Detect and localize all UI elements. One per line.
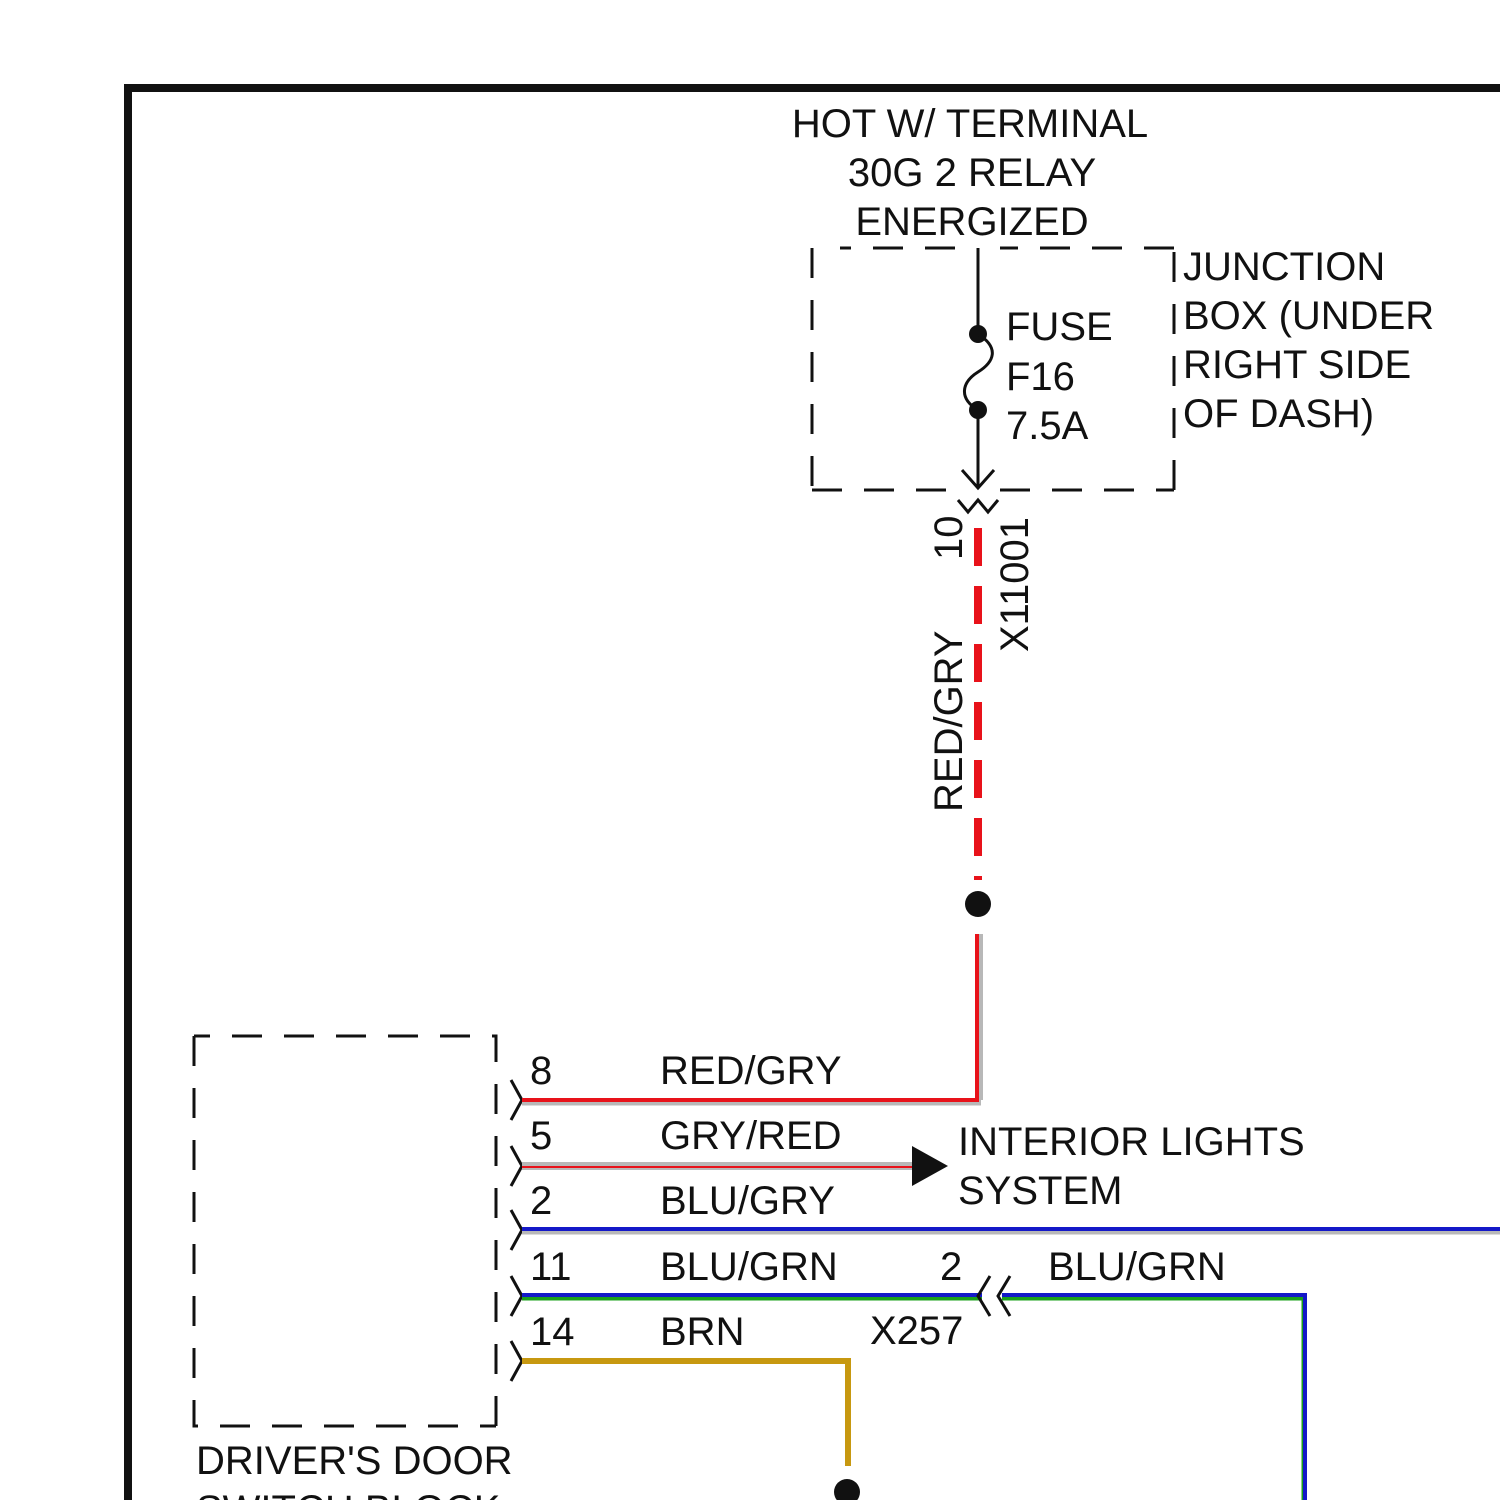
wire-11-color-label: BLU/GRN [660, 1245, 838, 1289]
wire-14-pin-number: 14 [530, 1310, 575, 1354]
junction-box-label-line3: RIGHT SIDE [1183, 343, 1411, 387]
power-source-line2: 30G 2 RELAY [848, 151, 1096, 195]
wire-11: 11 BLU/GRN 2 BLU/GRN X257 [522, 1245, 1305, 1500]
fuse-label-line3: 7.5A [1006, 404, 1089, 448]
switch-block-connectors [511, 1080, 522, 1381]
wire-14-color-label: BRN [660, 1310, 744, 1354]
switch-block-outline [194, 1036, 496, 1426]
interior-lights-arrow [912, 1146, 948, 1186]
connector-x257-pin: 2 [940, 1245, 962, 1289]
wire-5-pin-number: 5 [530, 1114, 552, 1158]
interior-lights-label-line2: SYSTEM [958, 1169, 1122, 1213]
wire-11-pin-number: 11 [530, 1245, 572, 1289]
riser-wire-color-label: RED/GRY [927, 630, 971, 812]
wire-2-color-label: BLU/GRY [660, 1179, 835, 1223]
power-source-label: HOT W/ TERMINAL 30G 2 RELAY ENERGIZED [792, 102, 1148, 244]
interior-lights-label-line1: INTERIOR LIGHTS [958, 1120, 1305, 1164]
junction-box-label-line2: BOX (UNDER [1183, 294, 1434, 338]
power-source-line3: ENERGIZED [855, 200, 1088, 244]
splice-point [965, 891, 991, 917]
wire-8-pin-number: 8 [530, 1049, 552, 1093]
junction-box-label-line4: OF DASH) [1183, 392, 1374, 436]
fuse-label-line2: F16 [1006, 355, 1075, 399]
wire-14: 14 BRN [522, 1310, 860, 1500]
switch-block-label-line1: DRIVER'S DOOR [196, 1439, 513, 1483]
wire-2-pin-number: 2 [530, 1179, 552, 1223]
junction-box-label-line1: JUNCTION [1183, 245, 1385, 289]
wire-5: 5 GRY/RED [522, 1114, 948, 1186]
brn-splice-point [834, 1479, 860, 1500]
fuse-symbol [962, 248, 994, 488]
connector-x257-label: X257 [870, 1309, 963, 1353]
wire-8: 8 RED/GRY [522, 1049, 981, 1102]
switch-block-label-line2: SWITCH BLOCK [196, 1488, 501, 1500]
wire-5-color-label: GRY/RED [660, 1114, 842, 1158]
connector-pin-10: 10 [927, 516, 971, 561]
power-source-line1: HOT W/ TERMINAL [792, 102, 1148, 146]
connector-x11001-label: X11001 [993, 517, 1037, 652]
wire-11-out-color-label: BLU/GRN [1048, 1245, 1226, 1289]
wire-8-color-label: RED/GRY [660, 1049, 842, 1093]
connector-x11001-symbol [958, 500, 998, 512]
junction-box-outline [812, 248, 1174, 490]
fuse-label-line1: FUSE [1006, 305, 1113, 349]
